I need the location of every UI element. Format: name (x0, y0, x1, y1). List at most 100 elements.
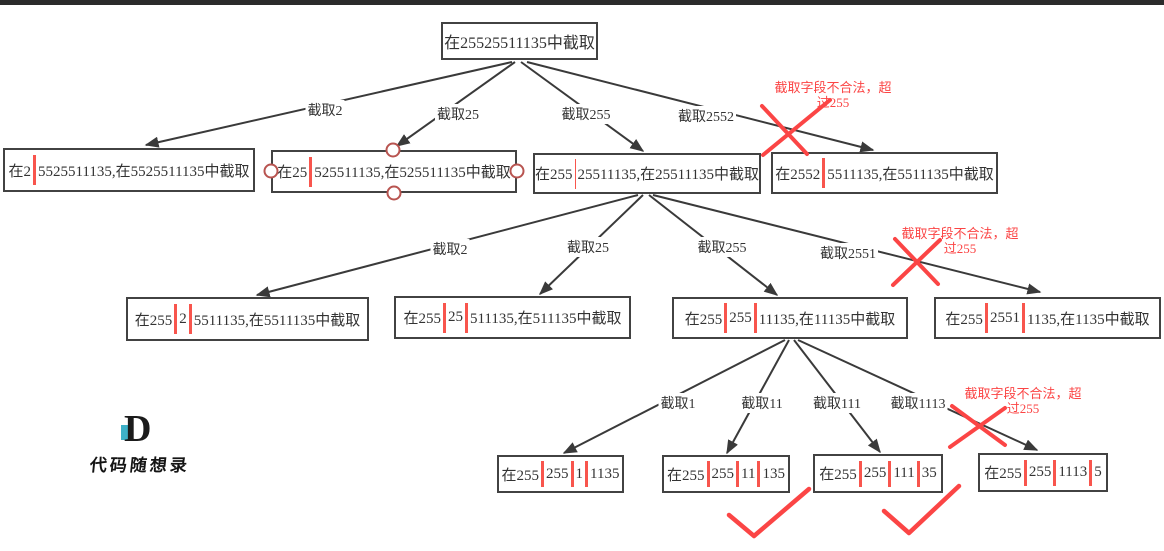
edge-label-cut-2: 截取2 (305, 100, 345, 120)
node-text-segment: 在255 (819, 467, 857, 483)
node-text-segment: 5 (1094, 464, 1102, 480)
cut-divider-bar (1053, 459, 1057, 486)
node-text-segment: 25511135,在25511135中截取 (577, 167, 759, 183)
edge-label-cut-2552: 截取2552 (676, 106, 736, 126)
cut-divider-bar (916, 460, 920, 487)
node-text-segment: 11135,在11135中截取 (758, 311, 896, 328)
cut-divider-bar (822, 158, 826, 188)
invalid-note-line2: 过255 (816, 95, 850, 111)
cut-divider-bar (706, 461, 710, 487)
cut-divider-bar (541, 461, 545, 487)
cut-divider-bar (736, 461, 740, 487)
node-text-segment: 1 (575, 465, 584, 482)
node-text-segment: 在255 (667, 467, 705, 484)
tree-node-h: 在255 2551 1135,在1135中截取 (934, 297, 1161, 339)
cut-divider-bar (888, 460, 892, 487)
invalid-note-line2: 过255 (1006, 401, 1040, 417)
top-bar (0, 0, 1164, 5)
cut-divider-bar (1021, 303, 1025, 333)
tree-node-b: 在25 525511135,在525511135中截取 (271, 150, 517, 193)
node-text-segment: 在255 (403, 311, 441, 327)
logo-letter: D (124, 408, 152, 450)
node-text-segment: 25 (447, 309, 463, 325)
edge-label-cut-2551: 截取2551 (818, 243, 878, 263)
cut-divider-bar (753, 303, 757, 333)
tree-node-f: 在255 25 511135,在511135中截取 (394, 296, 631, 339)
node-text-segment: 1113 (1058, 464, 1088, 480)
tree-node-j: 在255 255 11 135 (662, 455, 790, 493)
edge-label-cut-2-l2: 截取2 (430, 239, 470, 259)
node-text-segment: 255 (711, 465, 735, 482)
cut-divider-bar (585, 461, 589, 487)
node-text-segment: 1135 (590, 465, 620, 482)
edge-label-cut-25: 截取25 (435, 104, 481, 124)
node-text-segment: 在255 (984, 466, 1022, 482)
cut-divider-bar (570, 461, 574, 487)
node-text: 在25525511135中截取 (444, 35, 595, 52)
node-text-segment: 在255 (945, 311, 983, 328)
node-text-segment: 在255 (535, 167, 573, 183)
node-text-segment: 35 (921, 465, 937, 481)
tree-node-root: 在25525511135中截取 (441, 22, 598, 60)
node-text-segment: 135 (762, 465, 785, 482)
invalid-note-line1: 截取字段不合法，超 (901, 226, 1019, 241)
node-text-segment: 在2552 (775, 166, 821, 183)
invalid-note-line2: 过255 (943, 241, 977, 257)
invalid-note-line1: 截取字段不合法，超 (774, 80, 892, 95)
edge-label-cut-255: 截取255 (559, 104, 613, 124)
edge-label-cut-1113: 截取1113 (888, 393, 948, 413)
node-text-segment: 5525511135,在5525511135中截取 (37, 163, 250, 180)
valid-check-icon-1 (726, 486, 812, 539)
logo-d-icon: D (121, 408, 158, 450)
edge-label-cut-11: 截取11 (739, 393, 785, 413)
cut-divider-bar (174, 304, 178, 334)
node-text-segment: 255 (729, 309, 752, 326)
node-text-segment: 2 (179, 310, 187, 327)
cut-divider-bar (574, 158, 576, 189)
edge-label-cut-25-l2: 截取25 (565, 237, 611, 257)
node-text-segment: 255 (546, 465, 569, 482)
cut-divider-bar (724, 303, 728, 333)
tree-node-i: 在255 255 1 1135 (497, 455, 624, 493)
cut-divider-bar (757, 461, 761, 487)
node-text-segment: 在25 (277, 165, 308, 181)
cut-divider-bar (442, 302, 446, 333)
node-text-segment: 511135,在511135中截取 (469, 311, 622, 327)
cut-divider-bar (858, 460, 862, 487)
node-text-segment: 在255 (501, 467, 540, 484)
cut-divider-bar (188, 304, 192, 334)
tree-node-g: 在255 255 11135,在11135中截取 (672, 297, 908, 339)
tree-node-l: 在255 255 1113 5 (978, 453, 1108, 492)
node-text-segment: 255 (1028, 464, 1052, 480)
node-text-segment: 在255 (684, 311, 723, 328)
cut-divider-bar (984, 303, 988, 333)
invalid-note-3: 截取字段不合法，超 过255 (948, 386, 1098, 417)
node-text-segment: 525511135,在525511135中截取 (314, 165, 511, 181)
node-text-segment: 11 (741, 465, 756, 482)
invalid-note-2: 截取字段不合法，超 过255 (885, 226, 1035, 257)
tree-node-e: 在255 2 5511135,在5511135中截取 (126, 297, 369, 341)
node-text-segment: 5511135,在5511135中截取 (827, 166, 994, 183)
invalid-note-1: 截取字段不合法，超 过255 (758, 80, 908, 111)
cut-divider-bar (32, 155, 36, 185)
edge-label-cut-111: 截取111 (811, 393, 863, 413)
node-text-segment: 2551 (989, 309, 1020, 326)
node-text-segment: 在255 (134, 312, 173, 329)
cut-divider-bar (1089, 459, 1093, 486)
edge-label-cut-1: 截取1 (658, 393, 698, 413)
node-text-segment: 111 (893, 465, 915, 481)
logo: D 代码随想录 (88, 408, 191, 476)
logo-teal-square-icon (121, 425, 133, 440)
tree-node-d: 在2552 5511135,在5511135中截取 (771, 152, 998, 194)
logo-text: 代码随想录 (88, 456, 191, 475)
node-text-segment: 255 (863, 465, 887, 481)
valid-check-icon-2 (881, 483, 962, 536)
node-text-segment: 5511135,在5511135中截取 (193, 312, 361, 329)
edge-label-cut-255-l2: 截取255 (695, 237, 749, 257)
tree-node-k: 在255 255 111 35 (813, 454, 943, 493)
node-text-segment: 1135,在1135中截取 (1026, 311, 1150, 328)
cut-divider-bar (464, 302, 468, 333)
